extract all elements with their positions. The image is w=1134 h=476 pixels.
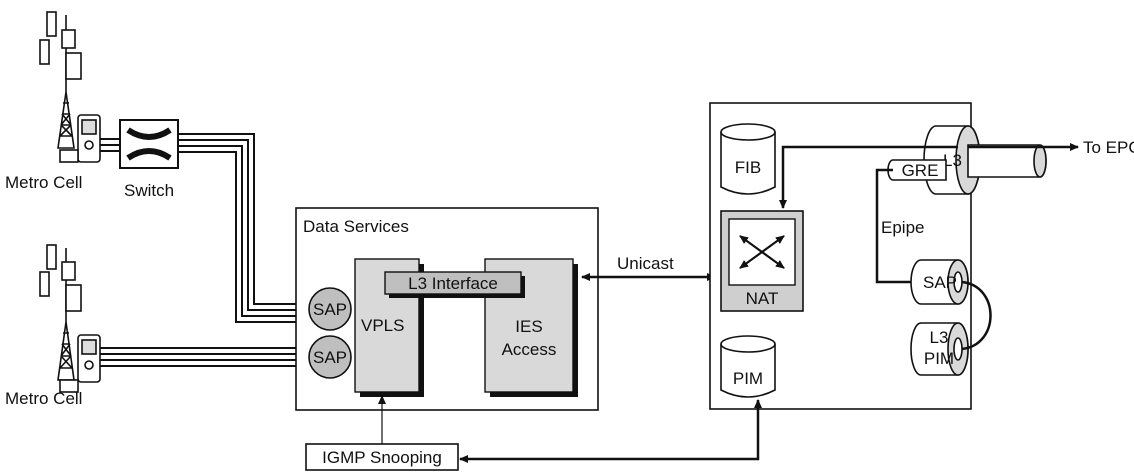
ies-label-line2: Access — [502, 340, 557, 359]
l3-tunnel-label: L3 — [943, 151, 962, 170]
igmp-snooping-box — [305, 443, 459, 471]
pim-igmp-arrow — [459, 399, 762, 463]
sap-top-label: SAP — [313, 300, 347, 319]
pim-label: PIM — [733, 369, 763, 388]
unicast-label: Unicast — [617, 254, 674, 273]
gre-label: GRE — [902, 161, 939, 180]
cable-cell-bottom-to-sap — [100, 347, 310, 367]
cable-cell-top-to-switch — [100, 138, 120, 152]
l3-interface-box — [384, 271, 522, 295]
fib-cylinder — [720, 123, 776, 195]
vpls-label: VPLS — [361, 316, 404, 335]
nat-label: NAT — [746, 289, 779, 308]
cable-switch-to-sap-top — [178, 133, 310, 323]
igmp-snooping-label: IGMP Snooping — [322, 448, 442, 467]
epipe-path — [875, 168, 918, 284]
sap-bottom-label: SAP — [313, 348, 347, 367]
fib-label: FIB — [735, 158, 761, 177]
l3pim-label-line2: PIM — [924, 349, 954, 368]
l3-interface-label: L3 Interface — [408, 274, 498, 293]
sap-bottom-circle — [308, 335, 352, 379]
epc-pipe — [967, 144, 1047, 178]
l3-pim-cylinder — [910, 322, 969, 376]
sap-right-cylinder — [910, 259, 969, 305]
gre-tunnel — [887, 159, 947, 181]
nat-cross-arrows-icon — [739, 235, 785, 269]
metro-cell-top-icon — [39, 11, 101, 163]
ies-label-line1: IES — [515, 317, 542, 336]
data-services-label: Data Services — [303, 217, 409, 236]
epipe-label: Epipe — [881, 218, 924, 237]
pim-cylinder — [720, 335, 776, 398]
sap-right-label: SAP — [923, 273, 957, 292]
sap-pim-loop — [961, 280, 992, 351]
sap-top-circle — [308, 287, 352, 331]
metro-cell-bottom-icon — [39, 244, 101, 393]
l3pim-label-line1: L3 — [930, 328, 949, 347]
to-epc-label: To EPC — [1083, 138, 1134, 157]
l3-to-nat-arrow — [779, 145, 958, 209]
metro-cell-top-label: Metro Cell — [5, 173, 82, 192]
metro-cell-bottom-label: Metro Cell — [5, 389, 82, 408]
switch-icon — [119, 119, 179, 169]
switch-label: Switch — [124, 181, 174, 200]
